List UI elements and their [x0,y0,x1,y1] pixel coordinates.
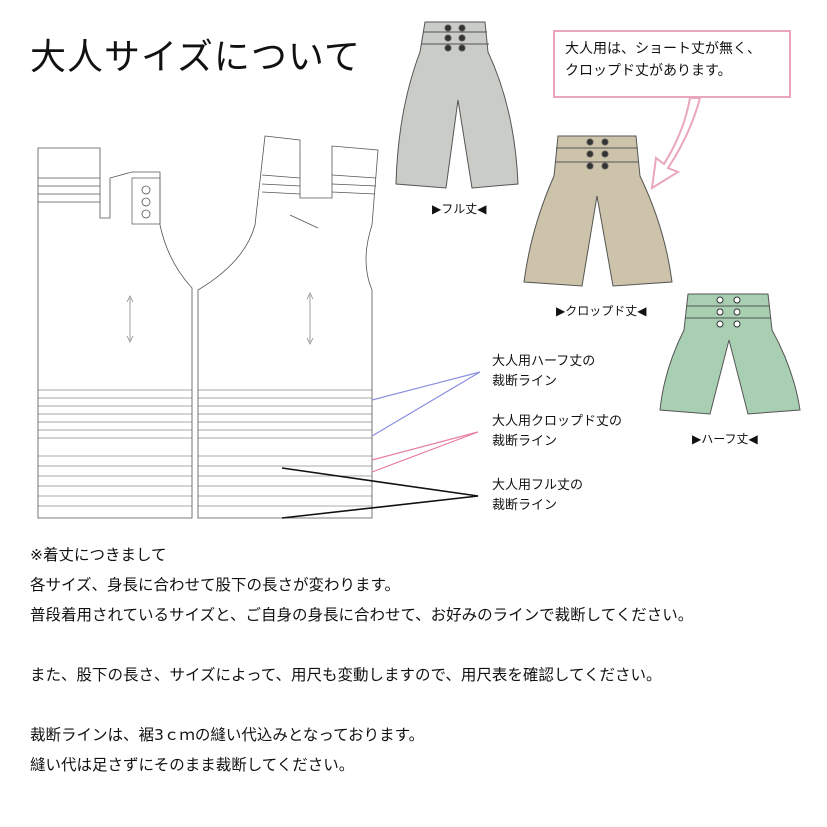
leader-full [281,467,479,497]
note-heading: ※着丈につきまして [30,546,167,564]
caption-full: ▶フル丈◀ [432,202,487,216]
caption-cropped: ▶クロップド丈◀ [556,304,647,318]
cut-label-full: 大人用フル丈の 裁断ライン [492,478,584,513]
leader-half [371,371,481,401]
garment-full [395,21,519,189]
leader-cropped [371,431,479,461]
leader-cropped-2 [371,431,479,473]
cut-label-cropped: 大人用クロップド丈の 裁断ライン [492,414,623,449]
pattern-piece-back [197,135,379,519]
callout-arrow [650,97,702,190]
cut-line-leaders [281,371,481,519]
note-line: また、股下の長さ、サイズによって、用尺も変動しますので、用尺表を確認してください… [30,666,662,684]
note-line: 各サイズ、身長に合わせて股下の長さが変わります。 [30,576,400,594]
callout-line-2: クロップド丈があります。 [565,63,732,79]
note-spacer [30,690,693,720]
note-line: 裁断ラインは、裾3ｃｍの縫い代込みとなっております。 [30,726,425,744]
garment-half [659,293,801,415]
leader-half-2 [371,371,481,437]
note-line: 縫い代は足さずにそのまま裁断してください。 [30,756,355,774]
adult-note-callout: 大人用は、ショート丈が無く、 クロップド丈があります。 [553,30,791,98]
garment-cropped [523,135,673,287]
page-title: 大人サイズについて [30,37,361,78]
callout-line-1: 大人用は、ショート丈が無く、 [565,41,761,57]
length-notes: ※着丈につきまして 各サイズ、身長に合わせて股下の長さが変わります。 普段着用さ… [30,540,693,780]
note-spacer [30,630,693,660]
cut-label-half: 大人用ハーフ丈の 裁断ライン [492,354,596,389]
leader-full-2 [281,495,479,519]
caption-half: ▶ハーフ丈◀ [692,432,758,446]
note-line: 普段着用されているサイズと、ご自身の身長に合わせて、お好みのラインで裁断してくだ… [30,606,694,624]
pattern-piece-front [37,147,193,519]
